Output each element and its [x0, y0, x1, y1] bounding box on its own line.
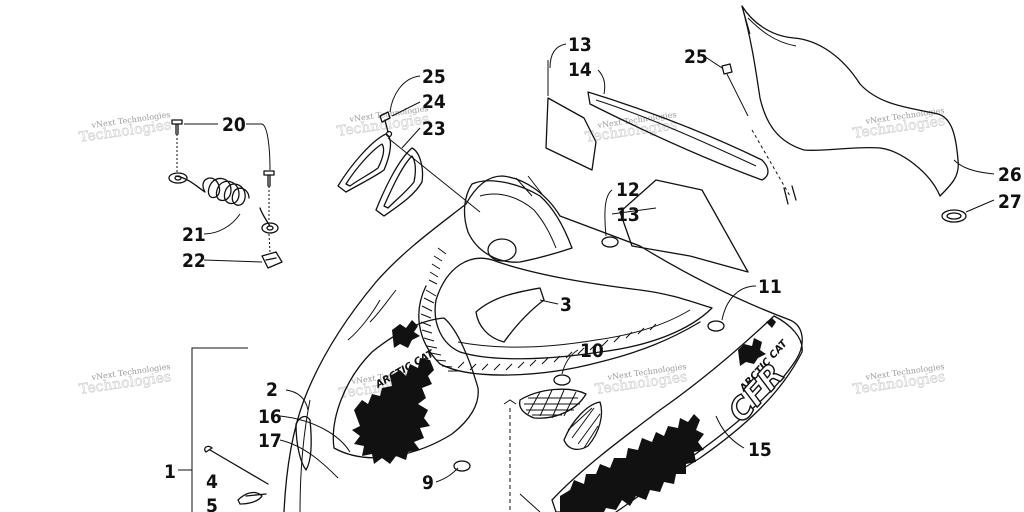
- plug-icon: [707, 320, 725, 332]
- callout-13b: 13: [616, 204, 640, 226]
- grommet-icon: [941, 209, 967, 223]
- hairpin-clip-icon: [237, 491, 267, 505]
- washer-icon: [385, 130, 393, 138]
- decal-model-text: CFR: [722, 357, 792, 429]
- callout-11: 11: [758, 276, 782, 298]
- headlight-lens: [475, 287, 545, 343]
- mesh-vent-2: [563, 401, 603, 451]
- vent-grill-outer: [375, 147, 424, 217]
- callout-4: 4: [206, 471, 218, 493]
- callout-25a: 25: [422, 66, 446, 88]
- eyelet-icon: [168, 172, 188, 184]
- plug-icon: [601, 236, 619, 248]
- screw-icon: [263, 170, 275, 187]
- eyelet-icon: [261, 222, 279, 234]
- leader-lines: [184, 43, 995, 483]
- callout-22: 22: [182, 250, 206, 272]
- hood: [283, 175, 803, 512]
- callout-17: 17: [258, 430, 282, 452]
- watermark-5: Technologies vNext Technologies: [78, 362, 173, 398]
- callout-9: 9: [422, 472, 434, 494]
- watermark-4: Technologies vNext Technologies: [852, 106, 947, 142]
- watermark-3: Technologies vNext Technologies: [584, 110, 679, 146]
- callout-15: 15: [748, 439, 772, 461]
- vent-slats: [418, 247, 701, 376]
- callout-14: 14: [568, 59, 592, 81]
- hood-vent-assembly: [337, 111, 481, 217]
- callout-23: 23: [422, 118, 446, 140]
- callout-5: 5: [206, 495, 218, 512]
- watermark-8: Technologies vNext Technologies: [852, 362, 947, 398]
- callout-12: 12: [616, 179, 640, 201]
- watermark-1: Technologies vNext Technologies: [78, 110, 173, 146]
- callout-labels: 1 2 3 4 5 9 10 11 12 13 13 14 15 16 17 2…: [164, 34, 1022, 512]
- callout-13a: 13: [568, 34, 592, 56]
- vent-plate-outer: [337, 133, 392, 193]
- callout-21: 21: [182, 224, 206, 246]
- plug-icon: [453, 460, 471, 472]
- bracket-group: [178, 347, 269, 512]
- camo-pattern-left: [352, 358, 434, 464]
- callout-25b: 25: [684, 46, 708, 68]
- callout-27: 27: [998, 191, 1022, 213]
- callout-2: 2: [266, 379, 278, 401]
- screw-icon: [171, 119, 183, 135]
- watermark-7: Technologies vNext Technologies: [594, 362, 689, 398]
- watermarks: Technologies vNext Technologies Technolo…: [78, 104, 947, 402]
- decal-left-outline: [332, 317, 479, 459]
- side-deflector-right: [619, 179, 749, 273]
- callout-24: 24: [422, 91, 446, 113]
- plug-icon: [553, 374, 571, 386]
- pin-icon: [204, 445, 269, 485]
- hood-outline: [283, 175, 803, 512]
- windshield-deflector-assembly: [545, 60, 769, 273]
- callout-26: 26: [998, 164, 1022, 186]
- callout-10: 10: [580, 340, 604, 362]
- side-deflector-left: [545, 97, 597, 171]
- side-vent: [295, 415, 312, 471]
- gauge-icon: [487, 238, 517, 262]
- callout-20: 20: [222, 114, 246, 136]
- clip-nut-icon: [261, 251, 283, 269]
- tether-cable-assembly: [168, 119, 283, 269]
- callout-1: 1: [164, 461, 176, 483]
- camo-pattern-right: [560, 414, 704, 512]
- windshield: [741, 5, 959, 197]
- screw-icon: [379, 111, 391, 133]
- dash-housing: [463, 180, 573, 263]
- windshield-assembly: [721, 5, 967, 223]
- trim-strip: [587, 91, 769, 181]
- coiled-cable-icon: [175, 175, 271, 227]
- screw-icon: [721, 63, 733, 75]
- group-bracket-line: [191, 347, 248, 512]
- callout-3: 3: [560, 294, 572, 316]
- callout-16: 16: [258, 406, 282, 428]
